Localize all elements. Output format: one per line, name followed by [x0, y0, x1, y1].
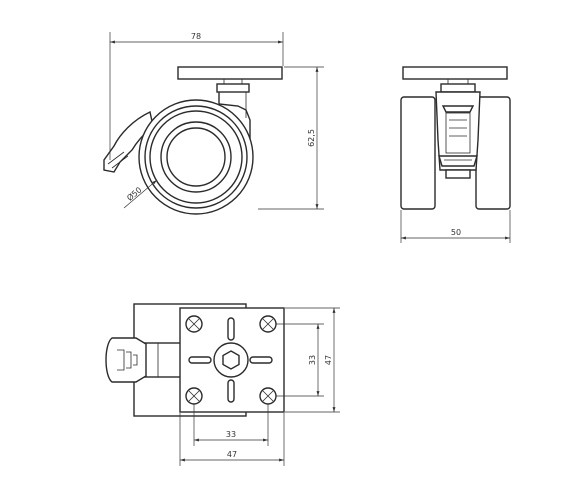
side-swivel-bearing [216, 83, 250, 93]
front-view-dimensions: 50 [400, 210, 511, 243]
side-wheel-ring [144, 105, 248, 209]
slot-top [227, 317, 235, 341]
front-view [400, 66, 511, 210]
bolt-hole-tr [259, 315, 277, 333]
front-wheel-right [475, 96, 511, 210]
top-view-dimensions: 33 47 33 47 [179, 307, 340, 466]
side-top-plate [177, 66, 283, 80]
side-view [103, 66, 283, 215]
dim-hole-spacing-vertical: 33 [308, 355, 317, 365]
side-wheel-outer [138, 99, 254, 215]
front-top-plate [402, 66, 508, 80]
dim-plate-size-vertical: 47 [324, 355, 333, 365]
front-swivel-bearing [440, 83, 476, 93]
front-brake-pedal [438, 155, 478, 167]
dim-side-height: 62,5 [307, 129, 316, 147]
dim-hole-spacing-horizontal: 33 [226, 430, 236, 439]
slot-bottom [227, 379, 235, 403]
center-hex-icon [222, 350, 240, 370]
dim-plate-size-horizontal: 47 [227, 450, 237, 459]
front-wheel-left [400, 96, 436, 210]
front-axle [445, 169, 471, 179]
front-brake-top [441, 105, 475, 113]
top-view [105, 303, 285, 417]
dim-wheel-diameter: Ø50 [125, 185, 144, 203]
dim-side-width: 78 [191, 32, 201, 41]
side-wheel-core [166, 127, 226, 187]
slot-right [249, 356, 273, 364]
top-brake-tab [105, 337, 147, 383]
slot-left [188, 356, 212, 364]
center-boss [213, 342, 249, 378]
bolt-hole-tl [185, 315, 203, 333]
side-wheel-rim [149, 110, 243, 204]
side-wheel-hub [160, 121, 232, 193]
dim-front-width: 50 [451, 228, 461, 237]
